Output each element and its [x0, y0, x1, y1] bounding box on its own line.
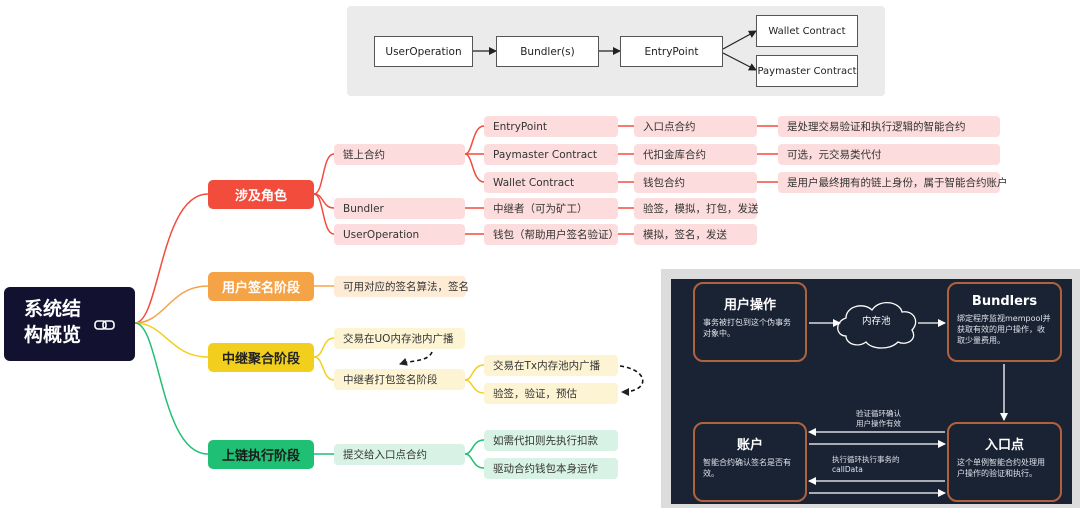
dark-bundlers-box: Bundlers 绑定程序监视mempool并获取有效的用户操作，收取少量费用。: [947, 282, 1062, 362]
node-entrypoint: EntryPoint: [484, 116, 618, 137]
flow-user-operation-label: UserOperation: [385, 45, 462, 58]
root-title-line2: 构概览: [24, 324, 82, 346]
node-signing-detail: 可用对应的签名算法，签名: [334, 276, 469, 297]
flow-wallet-contract: Wallet Contract: [756, 15, 858, 47]
branch-line: [313, 356, 335, 381]
branch-line: [134, 285, 209, 324]
dashed-arrow: [619, 365, 644, 396]
branch-line: [134, 193, 209, 324]
dark-entry-title: 入口点: [984, 438, 1024, 453]
flow-paymaster-contract: Paymaster Contract: [756, 55, 858, 87]
dark-diagram: [671, 279, 1072, 504]
dark-entry-box: 入口点 这个单例智能合约处理用户操作的验证和执行。: [947, 422, 1062, 502]
node-bundler: Bundler: [334, 198, 465, 219]
dark-mempool-label: 内存池: [862, 316, 891, 327]
flow-entry-point: EntryPoint: [620, 36, 723, 67]
stage-onchain: 上链执行阶段: [208, 440, 314, 469]
node-submit: 提交给入口点合约: [334, 444, 465, 465]
root-title-line1: 系统结: [24, 298, 82, 320]
dark-account-box: 账户 智能合约确认签名是否有效。: [693, 422, 807, 502]
dark-bundlers-body: 绑定程序监视mempool并获取有效的用户操作，收取少量费用。: [957, 314, 1051, 345]
dark-exec-label-1: 执行循环执行事务的: [832, 455, 900, 464]
node-userop-desc: 模拟，签名，发送: [634, 224, 757, 245]
flow-arrow: [722, 52, 757, 71]
branch-line: [313, 153, 335, 195]
dark-user-op-body: 事务被打包到这个伪事务对象中。: [703, 318, 791, 338]
flow-paymaster-contract-label: Paymaster Contract: [757, 65, 857, 77]
branch-line: [134, 322, 209, 455]
branch-line: [313, 193, 335, 235]
branch-line: [464, 125, 485, 155]
node-broadcast-uo: 交易在UO内存池内广播: [334, 328, 465, 349]
dark-account-title: 账户: [736, 438, 763, 453]
node-entrypoint-cn: 入口点合约: [634, 116, 757, 137]
node-wallet-desc: 是用户最终拥有的链上身份，属于智能合约账户: [778, 172, 1008, 193]
stage-roles: 涉及角色: [208, 180, 314, 209]
root-node: 系统结 构概览: [4, 287, 135, 361]
node-paymaster: Paymaster Contract: [484, 144, 618, 165]
flow-bundlers-label: Bundler(s): [520, 45, 575, 58]
node-bundle-sign: 中继者打包签名阶段: [334, 369, 465, 390]
node-userop-cn: 钱包（帮助用户签名验证）: [484, 224, 619, 245]
node-entrypoint-desc: 是处理交易验证和执行逻辑的智能合约: [778, 116, 1000, 137]
stage-signing: 用户签名阶段: [208, 272, 314, 301]
dashed-arrow: [399, 351, 433, 366]
flow-bundlers: Bundler(s): [496, 36, 599, 67]
node-chain-contracts: 链上合约: [334, 144, 465, 165]
flow-entry-point-label: EntryPoint: [644, 45, 699, 58]
node-drive: 驱动合约钱包本身运作: [484, 458, 618, 479]
node-paymaster-desc: 可选，元交易类代付: [778, 144, 1000, 165]
branch-line: [464, 453, 485, 469]
dark-account-body: 智能合约确认签名是否有效。: [703, 458, 791, 478]
node-paymaster-cn: 代扣金库合约: [634, 144, 757, 165]
link-icon: [94, 320, 115, 330]
flow-arrow: [722, 30, 757, 50]
dark-user-op-title: 用户操作: [723, 298, 776, 313]
flow-wallet-contract-label: Wallet Contract: [768, 25, 846, 37]
node-bundler-cn: 中继者（可为矿工）: [484, 198, 618, 219]
stage-relay: 中继聚合阶段: [208, 343, 314, 372]
branch-line: [464, 379, 485, 394]
branch-line: [313, 337, 335, 358]
node-verify: 验签，验证，预估: [484, 383, 618, 404]
mempool-cloud: [837, 302, 917, 349]
flow-user-operation: UserOperation: [374, 36, 473, 67]
dark-entry-body: 这个单例智能合约处理用户操作的验证和执行。: [957, 458, 1045, 478]
dark-verify-label-2: 用户操作有效: [856, 419, 901, 428]
branch-line: [464, 153, 485, 183]
dark-bundlers-title: Bundlers: [971, 294, 1038, 309]
node-wallet-cn: 钱包合约: [634, 172, 757, 193]
node-deduct: 如需代扣则先执行扣款: [484, 430, 618, 451]
node-userop: UserOperation: [334, 224, 465, 245]
node-bundler-desc: 验签，模拟，打包，发送: [634, 198, 759, 219]
dark-exec-label-2: callData: [832, 465, 863, 474]
dark-verify-label-1: 验证循环确认: [856, 409, 901, 418]
node-wallet: Wallet Contract: [484, 172, 618, 193]
branch-line: [134, 322, 209, 358]
dark-user-op-box: 用户操作 事务被打包到这个伪事务对象中。: [693, 282, 807, 362]
node-broadcast-tx: 交易在Tx内存池内广播: [484, 355, 618, 376]
